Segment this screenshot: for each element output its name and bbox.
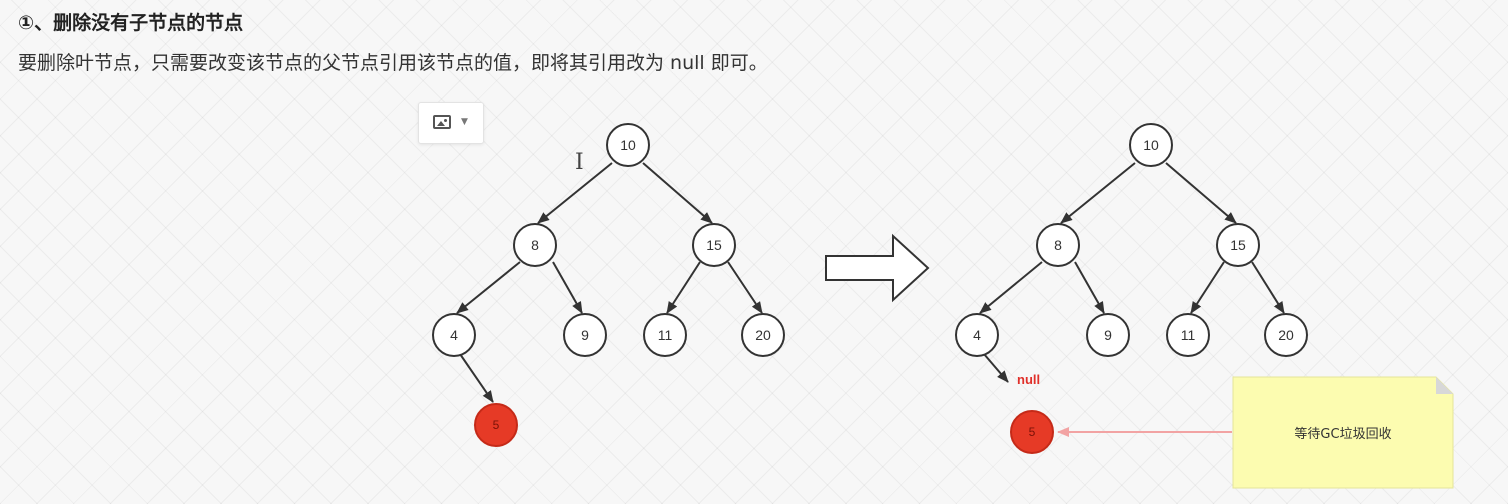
svg-text:8: 8 bbox=[1054, 237, 1062, 253]
edge-10-8-right bbox=[1060, 162, 1136, 224]
gc-note-text: 等待GC垃圾回收 bbox=[1294, 426, 1391, 442]
svg-text:9: 9 bbox=[581, 327, 589, 343]
right-node-9: 9 bbox=[1086, 313, 1130, 357]
svg-text:15: 15 bbox=[1230, 237, 1246, 253]
right-node-20: 20 bbox=[1264, 313, 1308, 357]
edge-15-20-left bbox=[727, 261, 763, 314]
edge-15-11-right bbox=[1190, 261, 1225, 314]
svg-text:10: 10 bbox=[1143, 137, 1159, 153]
svg-text:20: 20 bbox=[1278, 327, 1294, 343]
right-node-5-detached: 5 bbox=[1010, 410, 1054, 454]
null-label: null bbox=[1017, 372, 1040, 387]
svg-text:15: 15 bbox=[706, 237, 722, 253]
svg-text:20: 20 bbox=[755, 327, 771, 343]
edge-15-20-right bbox=[1251, 261, 1285, 314]
left-node-10: 10 bbox=[606, 123, 650, 167]
svg-text:9: 9 bbox=[1104, 327, 1112, 343]
right-node-15: 15 bbox=[1216, 223, 1260, 267]
svg-text:5: 5 bbox=[1029, 425, 1036, 439]
left-node-4: 4 bbox=[432, 313, 476, 357]
edge-10-15-left bbox=[642, 162, 713, 224]
right-node-11: 11 bbox=[1166, 313, 1210, 357]
right-node-8: 8 bbox=[1036, 223, 1080, 267]
svg-text:8: 8 bbox=[531, 237, 539, 253]
edge-8-4-left bbox=[456, 261, 521, 314]
left-node-8: 8 bbox=[513, 223, 557, 267]
left-node-5-deleted: 5 bbox=[474, 403, 518, 447]
edge-10-8-left bbox=[537, 162, 613, 224]
left-node-15: 15 bbox=[692, 223, 736, 267]
edge-4-null-right bbox=[983, 353, 1009, 383]
left-node-20: 20 bbox=[741, 313, 785, 357]
edge-4-5-left bbox=[459, 353, 494, 403]
edge-8-9-left bbox=[552, 261, 583, 314]
text-cursor-icon: I bbox=[575, 150, 584, 175]
image-icon bbox=[433, 115, 451, 129]
svg-text:4: 4 bbox=[973, 327, 981, 343]
svg-text:11: 11 bbox=[1181, 327, 1196, 343]
edge-10-15-right bbox=[1165, 162, 1237, 224]
svg-text:11: 11 bbox=[658, 327, 673, 343]
right-node-10: 10 bbox=[1129, 123, 1173, 167]
right-node-4: 4 bbox=[955, 313, 999, 357]
right-arrow-icon bbox=[825, 233, 930, 303]
section-heading: ①、删除没有子节点的节点 bbox=[18, 12, 244, 34]
dropdown-caret-icon: ▼ bbox=[461, 117, 468, 127]
edge-8-4-right bbox=[979, 261, 1043, 314]
svg-text:4: 4 bbox=[450, 327, 458, 343]
svg-text:5: 5 bbox=[493, 418, 500, 432]
description-paragraph: 要删除叶节点，只需要改变该节点的父节点引用该节点的值，即将其引用改为 null … bbox=[18, 52, 768, 74]
edge-15-11-left bbox=[666, 261, 701, 314]
left-node-11: 11 bbox=[643, 313, 687, 357]
gc-sticky-note: 等待GC垃圾回收 bbox=[1232, 376, 1454, 489]
image-toolbar-button[interactable]: ▼ bbox=[418, 102, 484, 144]
left-node-9: 9 bbox=[563, 313, 607, 357]
svg-text:10: 10 bbox=[620, 137, 636, 153]
edge-8-9-right bbox=[1074, 261, 1105, 314]
